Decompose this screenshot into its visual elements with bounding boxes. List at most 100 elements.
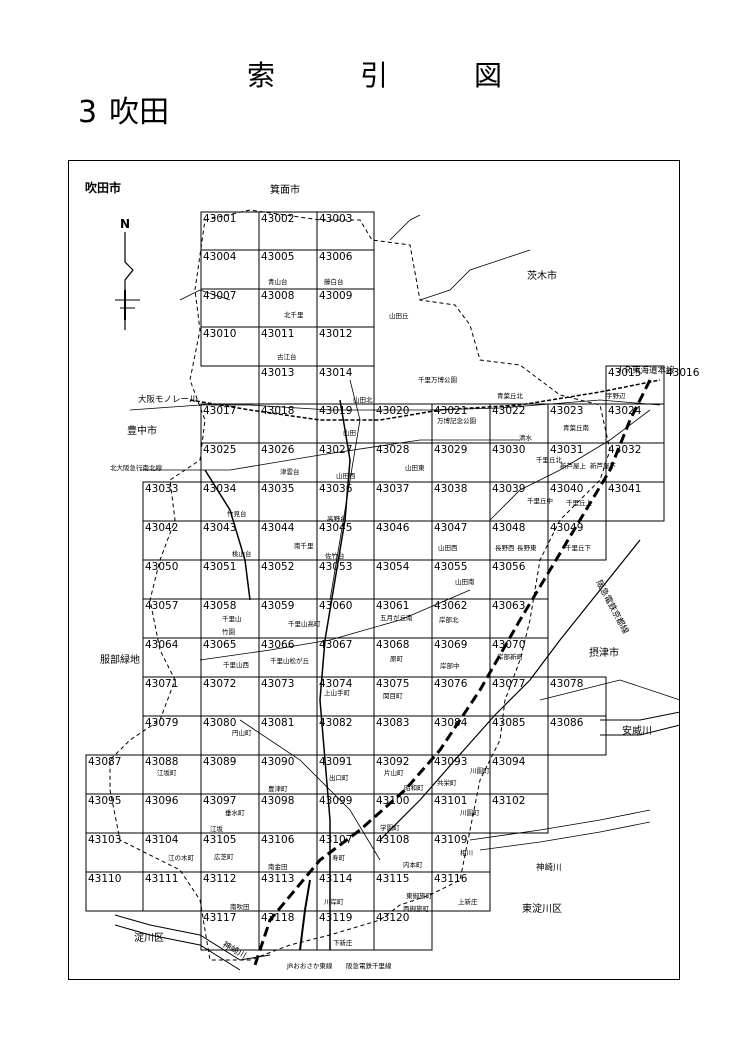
place-kishibe-shinmachi: 岸部新町 — [497, 652, 524, 661]
place-yamada-higashi: 山田東 — [405, 463, 425, 472]
river-kanzaki — [114, 914, 271, 961]
place-ujinobe: 宇野辺 — [606, 391, 626, 400]
grid-cell-label: 43033 — [145, 483, 178, 495]
place-kawagishi: 川岸町 — [324, 898, 344, 906]
grid-cell-label: 43100 — [376, 795, 409, 807]
place-fujishirodai: 藤白台 — [324, 277, 344, 286]
place-satakedai: 佐竹台 — [325, 551, 345, 560]
grid-cell[interactable] — [489, 793, 549, 834]
grid-cell[interactable] — [431, 871, 491, 912]
place-yamada-nishi: 山田西 — [336, 471, 356, 480]
grid-cell-label: 43066 — [261, 639, 295, 651]
grid-cell-label: 43077 — [492, 678, 525, 690]
grid-cell-label: 43118 — [261, 912, 294, 924]
grid-cell-label: 43047 — [434, 522, 467, 534]
title-char-2: 引 — [360, 59, 389, 92]
place-senri-banpaku: 千里万博公園 — [418, 375, 457, 384]
grid-cell-label: 43063 — [492, 600, 525, 612]
grid-cell-label: 43041 — [608, 483, 641, 495]
place-kami-shinjo: 上新庄 — [458, 897, 478, 906]
place-senri-oka-naka: 千里丘中 — [527, 496, 553, 505]
grid-cell-label: 43037 — [376, 483, 409, 495]
place-aoba-kita: 青葉丘北 — [497, 391, 524, 400]
grid-cell-label: 43028 — [376, 444, 409, 456]
place-yamadakita: 山田北 — [353, 395, 373, 404]
grid-cell-label: 43106 — [261, 834, 295, 846]
grid-cell-label: 43027 — [319, 444, 352, 456]
place-nishi-mishima: 西御旅町 — [403, 904, 430, 913]
place-shimo-shinjo: 下新庄 — [333, 938, 353, 947]
place-shinkoshibe: 新芦屋上 — [560, 461, 587, 470]
place-aoba-minami: 青葉丘南 — [563, 423, 590, 432]
place-minami-kanade: 南金田 — [268, 862, 288, 871]
place-higashi-mishima: 東御旅町 — [406, 891, 433, 900]
neighbor-toyonaka: 豊中市 — [127, 424, 157, 437]
grid-cell-label: 43003 — [319, 213, 352, 225]
grid-cell-label: 43108 — [376, 834, 409, 846]
index-map-frame — [68, 160, 680, 980]
neighbor-hattori: 服部緑地 — [100, 653, 140, 666]
grid-cell[interactable] — [605, 481, 665, 522]
grid-cell-label: 43107 — [319, 834, 352, 846]
place-tarumi: 垂水町 — [225, 808, 245, 817]
grid-cell-label: 43039 — [492, 483, 525, 495]
place-katayama: 片山町 — [384, 768, 404, 777]
place-maruyama: 円山町 — [232, 728, 252, 737]
grid-cell-label: 43113 — [261, 873, 294, 885]
place-senri-yama-nishi: 千里山西 — [223, 660, 250, 669]
place-gakuen: 学園町 — [380, 823, 400, 832]
grid-cell-label: 43109 — [434, 834, 467, 846]
place-shinkoshibe-shita: 新芦屋下 — [590, 461, 617, 470]
grid-cell-label: 43072 — [203, 678, 236, 690]
grid-cell-label: 43052 — [261, 561, 294, 573]
grid-cell[interactable] — [373, 910, 433, 951]
grid-cell-label: 43001 — [203, 213, 236, 225]
place-uchihon: 内本町 — [403, 860, 423, 869]
road-8 — [179, 289, 231, 301]
city-number: 3 — [78, 95, 98, 130]
grid-cell[interactable] — [547, 520, 607, 561]
grid-cell-label: 43019 — [319, 405, 352, 417]
grid-cell[interactable] — [547, 715, 607, 756]
grid-cell-label: 43051 — [203, 561, 236, 573]
grid-cell-label: 43006 — [319, 251, 353, 263]
road-10 — [419, 249, 531, 301]
neighbor-higashiyodogawa: 東淀川区 — [522, 902, 562, 915]
neighbor-minoh: 箕面市 — [270, 183, 300, 196]
grid-cell-label: 43030 — [492, 444, 525, 456]
grid-cell-label: 43111 — [145, 873, 178, 885]
place-senri-oka-shita: 千里丘下 — [565, 543, 592, 552]
place-hiroshiba: 広芝町 — [214, 852, 234, 861]
grid-cell-label: 43011 — [261, 328, 294, 340]
grid-cell-label: 43007 — [203, 290, 236, 302]
road-6 — [239, 719, 381, 861]
grid-cell-label: 43064 — [145, 639, 179, 651]
grid-cell-label: 43069 — [434, 639, 467, 651]
hankyu-senri-line — [319, 399, 351, 950]
grid-cell-label: 43045 — [319, 522, 352, 534]
title-char-1: 索 — [247, 59, 276, 92]
city-heading: 3 吹田 — [78, 98, 169, 128]
place-showa: 昭和町 — [404, 783, 424, 792]
grid-cell-label: 43040 — [550, 483, 583, 495]
place-kishibe-naka: 岸部中 — [440, 661, 460, 670]
place-momoyamadai: 桃山台 — [232, 549, 252, 558]
grid-cell-label: 43080 — [203, 717, 236, 729]
place-senri-yama-matsugaoka: 千里山松が丘 — [270, 656, 310, 665]
grid-cell-label: 43005 — [261, 251, 294, 263]
grid-cell-label: 43015 — [608, 367, 641, 379]
river-east-2 — [479, 821, 651, 851]
grid-cell-label: 43083 — [376, 717, 409, 729]
place-kawazono: 川園町 — [470, 767, 490, 775]
place-nagano-nishi: 長野西 — [495, 544, 515, 552]
grid-cell-label: 43085 — [492, 717, 525, 729]
river-aikawa-2 — [600, 724, 681, 736]
place-yamadaoka: 山田丘 — [389, 311, 409, 320]
city-name: 吹田 — [109, 95, 170, 130]
grid-cell-label: 43102 — [492, 795, 525, 807]
river-kanzaki-2 — [114, 924, 241, 971]
grid-cell-label: 43103 — [88, 834, 121, 846]
place-furuedai: 古江台 — [277, 352, 297, 361]
grid-cell-label: 43098 — [261, 795, 294, 807]
grid-cell-label: 43117 — [203, 912, 236, 924]
